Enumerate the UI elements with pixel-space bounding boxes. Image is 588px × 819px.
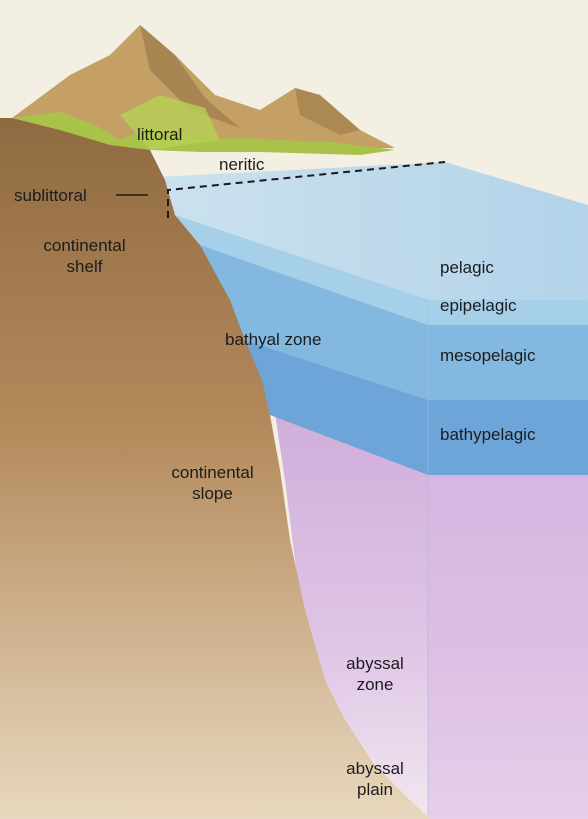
label-continental-shelf-line1: continental: [22, 235, 147, 256]
label-bathypelagic: bathypelagic: [440, 424, 535, 445]
abyssal-front-face: [428, 470, 588, 819]
label-neritic: neritic: [219, 154, 264, 175]
label-epipelagic: epipelagic: [440, 295, 517, 316]
label-pelagic: pelagic: [440, 257, 494, 278]
label-continental-slope-line1: continental: [150, 462, 275, 483]
label-continental-shelf: continental shelf: [22, 235, 147, 277]
label-abyssal-zone-line2: zone: [320, 674, 430, 695]
label-abyssal-plain-line1: abyssal: [320, 758, 430, 779]
label-sublittoral: sublittoral: [14, 185, 87, 206]
label-continental-slope: continental slope: [150, 462, 275, 504]
label-continental-shelf-line2: shelf: [22, 256, 147, 277]
label-continental-slope-line2: slope: [150, 483, 275, 504]
label-littoral: littoral: [137, 124, 182, 145]
label-abyssal-plain-line2: plain: [320, 779, 430, 800]
label-bathyal-zone: bathyal zone: [225, 329, 321, 350]
label-mesopelagic: mesopelagic: [440, 345, 535, 366]
label-abyssal-plain: abyssal plain: [320, 758, 430, 800]
label-abyssal-zone: abyssal zone: [320, 653, 430, 695]
label-abyssal-zone-line1: abyssal: [320, 653, 430, 674]
